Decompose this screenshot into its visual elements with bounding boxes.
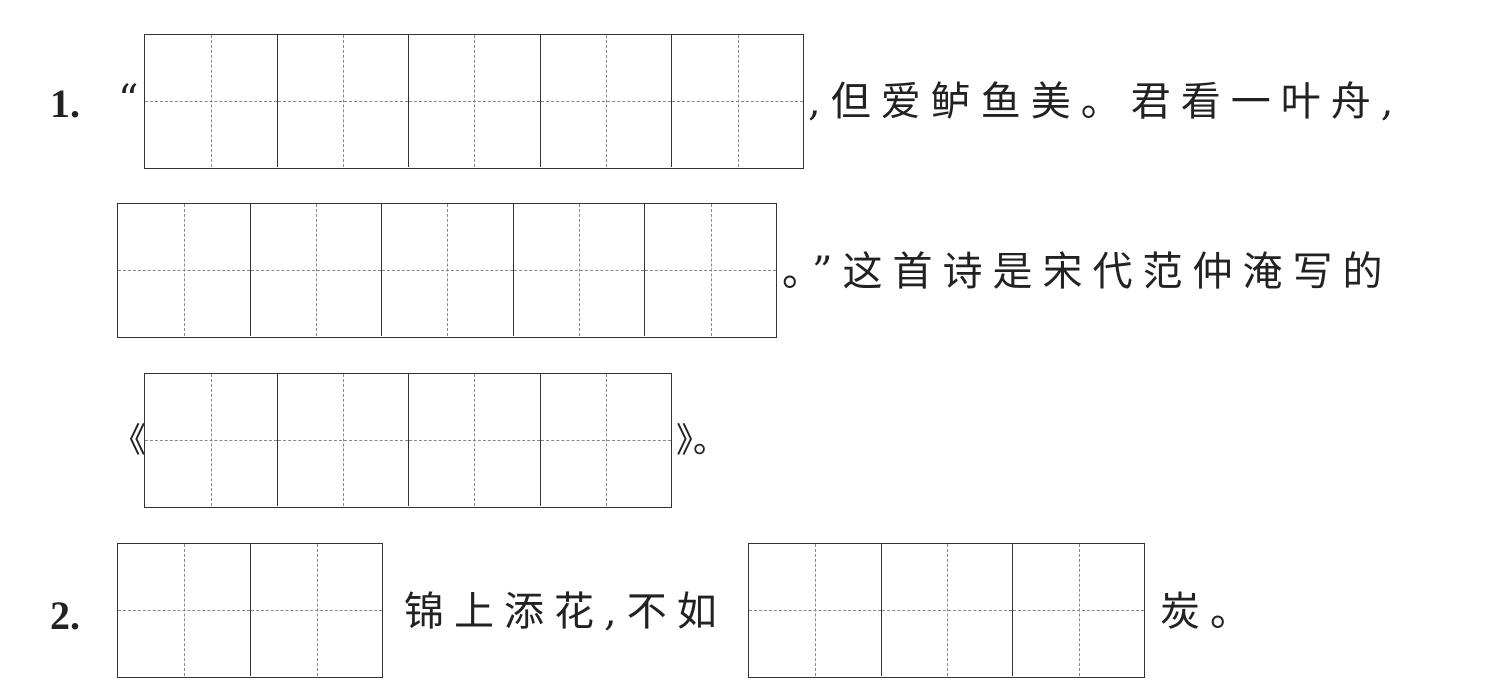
writing-cell[interactable] — [250, 544, 382, 676]
writing-cell[interactable] — [381, 204, 513, 336]
question-2-middle-text: 锦上添花,不如 — [404, 589, 727, 635]
writing-cell[interactable] — [276, 374, 409, 506]
answer-box-q1-poem-title[interactable] — [144, 373, 672, 508]
writing-cell[interactable] — [644, 204, 776, 336]
answer-box-q2-first[interactable] — [117, 543, 383, 678]
writing-cell[interactable] — [249, 204, 382, 336]
writing-cell[interactable] — [408, 35, 540, 167]
answer-box-q2-second[interactable] — [748, 543, 1145, 678]
answer-box-q1-line1[interactable] — [144, 34, 804, 169]
writing-cell[interactable] — [539, 374, 672, 506]
title-open-bracket: 《 — [112, 421, 146, 461]
writing-cell[interactable] — [512, 204, 645, 336]
answer-box-q1-line2[interactable] — [117, 203, 777, 338]
writing-cell[interactable] — [408, 374, 540, 506]
title-close-bracket: 》。 — [676, 421, 727, 461]
question-1-line1-text: ,但爱鲈鱼美。君看一叶舟, — [808, 79, 1404, 125]
question-1-number: 1. — [50, 81, 80, 126]
writing-cell[interactable] — [749, 544, 881, 676]
question-2-number: 2. — [50, 593, 80, 638]
writing-cell[interactable] — [145, 35, 277, 167]
writing-cell[interactable] — [145, 374, 277, 506]
question-2-end-text: 炭。 — [1160, 589, 1260, 635]
writing-cell[interactable] — [880, 544, 1013, 676]
writing-cell[interactable] — [276, 35, 409, 167]
writing-cell[interactable] — [118, 204, 250, 336]
writing-cell[interactable] — [671, 35, 803, 167]
writing-cell[interactable] — [118, 544, 250, 676]
open-quote: “ — [118, 77, 139, 123]
writing-cell[interactable] — [1012, 544, 1144, 676]
question-1-line2-text: 。”这首诗是宋代范仲淹写的 — [782, 249, 1393, 295]
writing-cell[interactable] — [539, 35, 672, 167]
